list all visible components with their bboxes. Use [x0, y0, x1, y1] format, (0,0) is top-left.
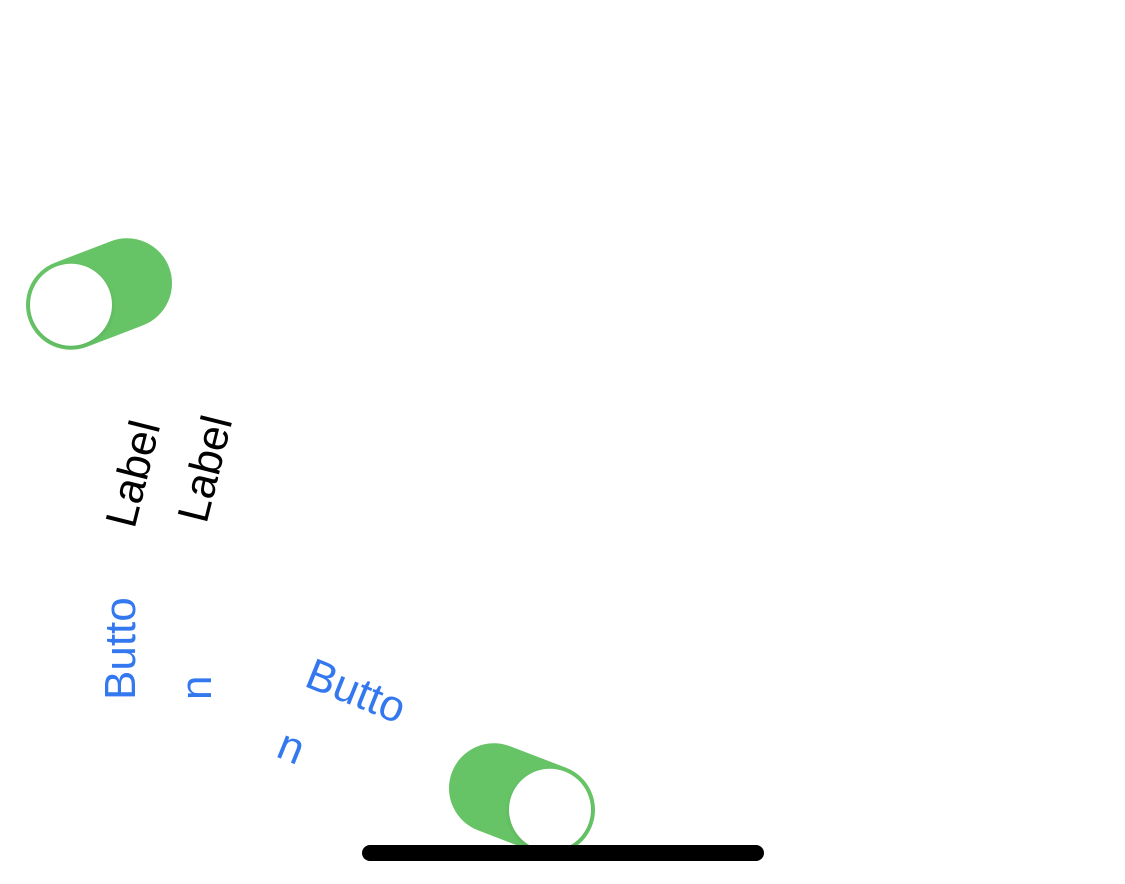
toggle-switch-knob — [18, 251, 124, 358]
label-right: Label — [168, 410, 243, 528]
label-left: Label — [96, 415, 171, 533]
toggle-switch-top[interactable] — [12, 225, 186, 363]
home-indicator[interactable] — [362, 845, 764, 861]
button-right[interactable]: Button — [270, 649, 413, 775]
button-left[interactable]: Button — [96, 597, 221, 700]
